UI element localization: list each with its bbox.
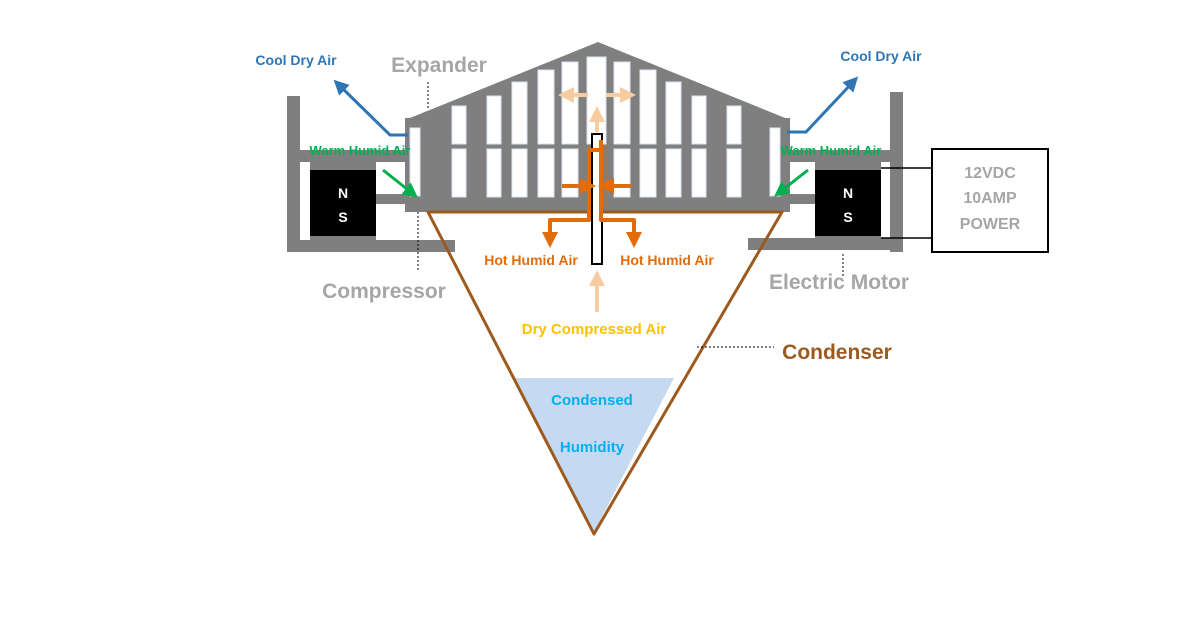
hot-humid-air-left-label: Hot Humid Air [484, 252, 578, 268]
condenser-body [426, 210, 784, 536]
electric-motor-label: Electric Motor [769, 271, 909, 294]
expander-label: Expander [391, 54, 487, 77]
cool-air-arrow-right [787, 76, 859, 134]
warm-humid-air-arrows [382, 168, 809, 198]
dry-air-arrows [558, 87, 636, 312]
right-housing [748, 92, 903, 252]
humidity-label: Humidity [560, 439, 625, 456]
warm-air-arrow-right [774, 168, 809, 197]
condensed-label: Condensed [551, 392, 633, 409]
condensed-water [515, 378, 674, 532]
cool-dry-air-arrows [333, 76, 859, 137]
cool-dry-air-left-label: Cool Dry Air [255, 52, 337, 68]
leader-lines [417, 82, 844, 348]
compressor-label: Compressor [322, 280, 446, 303]
hot-humid-air-right-label: Hot Humid Air [620, 252, 714, 268]
warm-air-arrow-left [382, 168, 418, 198]
power-supply: 12VDC 10AMP POWER [881, 148, 1049, 253]
right-magnet: N S [815, 160, 881, 244]
power-line-2: 10AMP [963, 190, 1017, 207]
left-magnet-s-label: S [338, 209, 347, 225]
cool-air-arrow-left [333, 79, 408, 137]
warm-humid-air-left-label: Warm Humid Air [310, 143, 411, 158]
left-magnet: N S [310, 160, 376, 244]
right-magnet-s-label: S [843, 209, 852, 225]
power-box [931, 148, 1049, 253]
dry-compressed-air-label: Dry Compressed Air [522, 321, 667, 338]
condenser-label: Condenser [782, 341, 892, 364]
left-magnet-n-label: N [338, 185, 348, 201]
power-line-3: POWER [960, 216, 1021, 233]
cool-dry-air-right-label: Cool Dry Air [840, 48, 922, 64]
hot-humid-air-arrows [542, 140, 642, 248]
right-magnet-n-label: N [843, 185, 853, 201]
power-line-1: 12VDC [964, 165, 1016, 182]
warm-humid-air-right-label: Warm Humid Air [781, 143, 882, 158]
